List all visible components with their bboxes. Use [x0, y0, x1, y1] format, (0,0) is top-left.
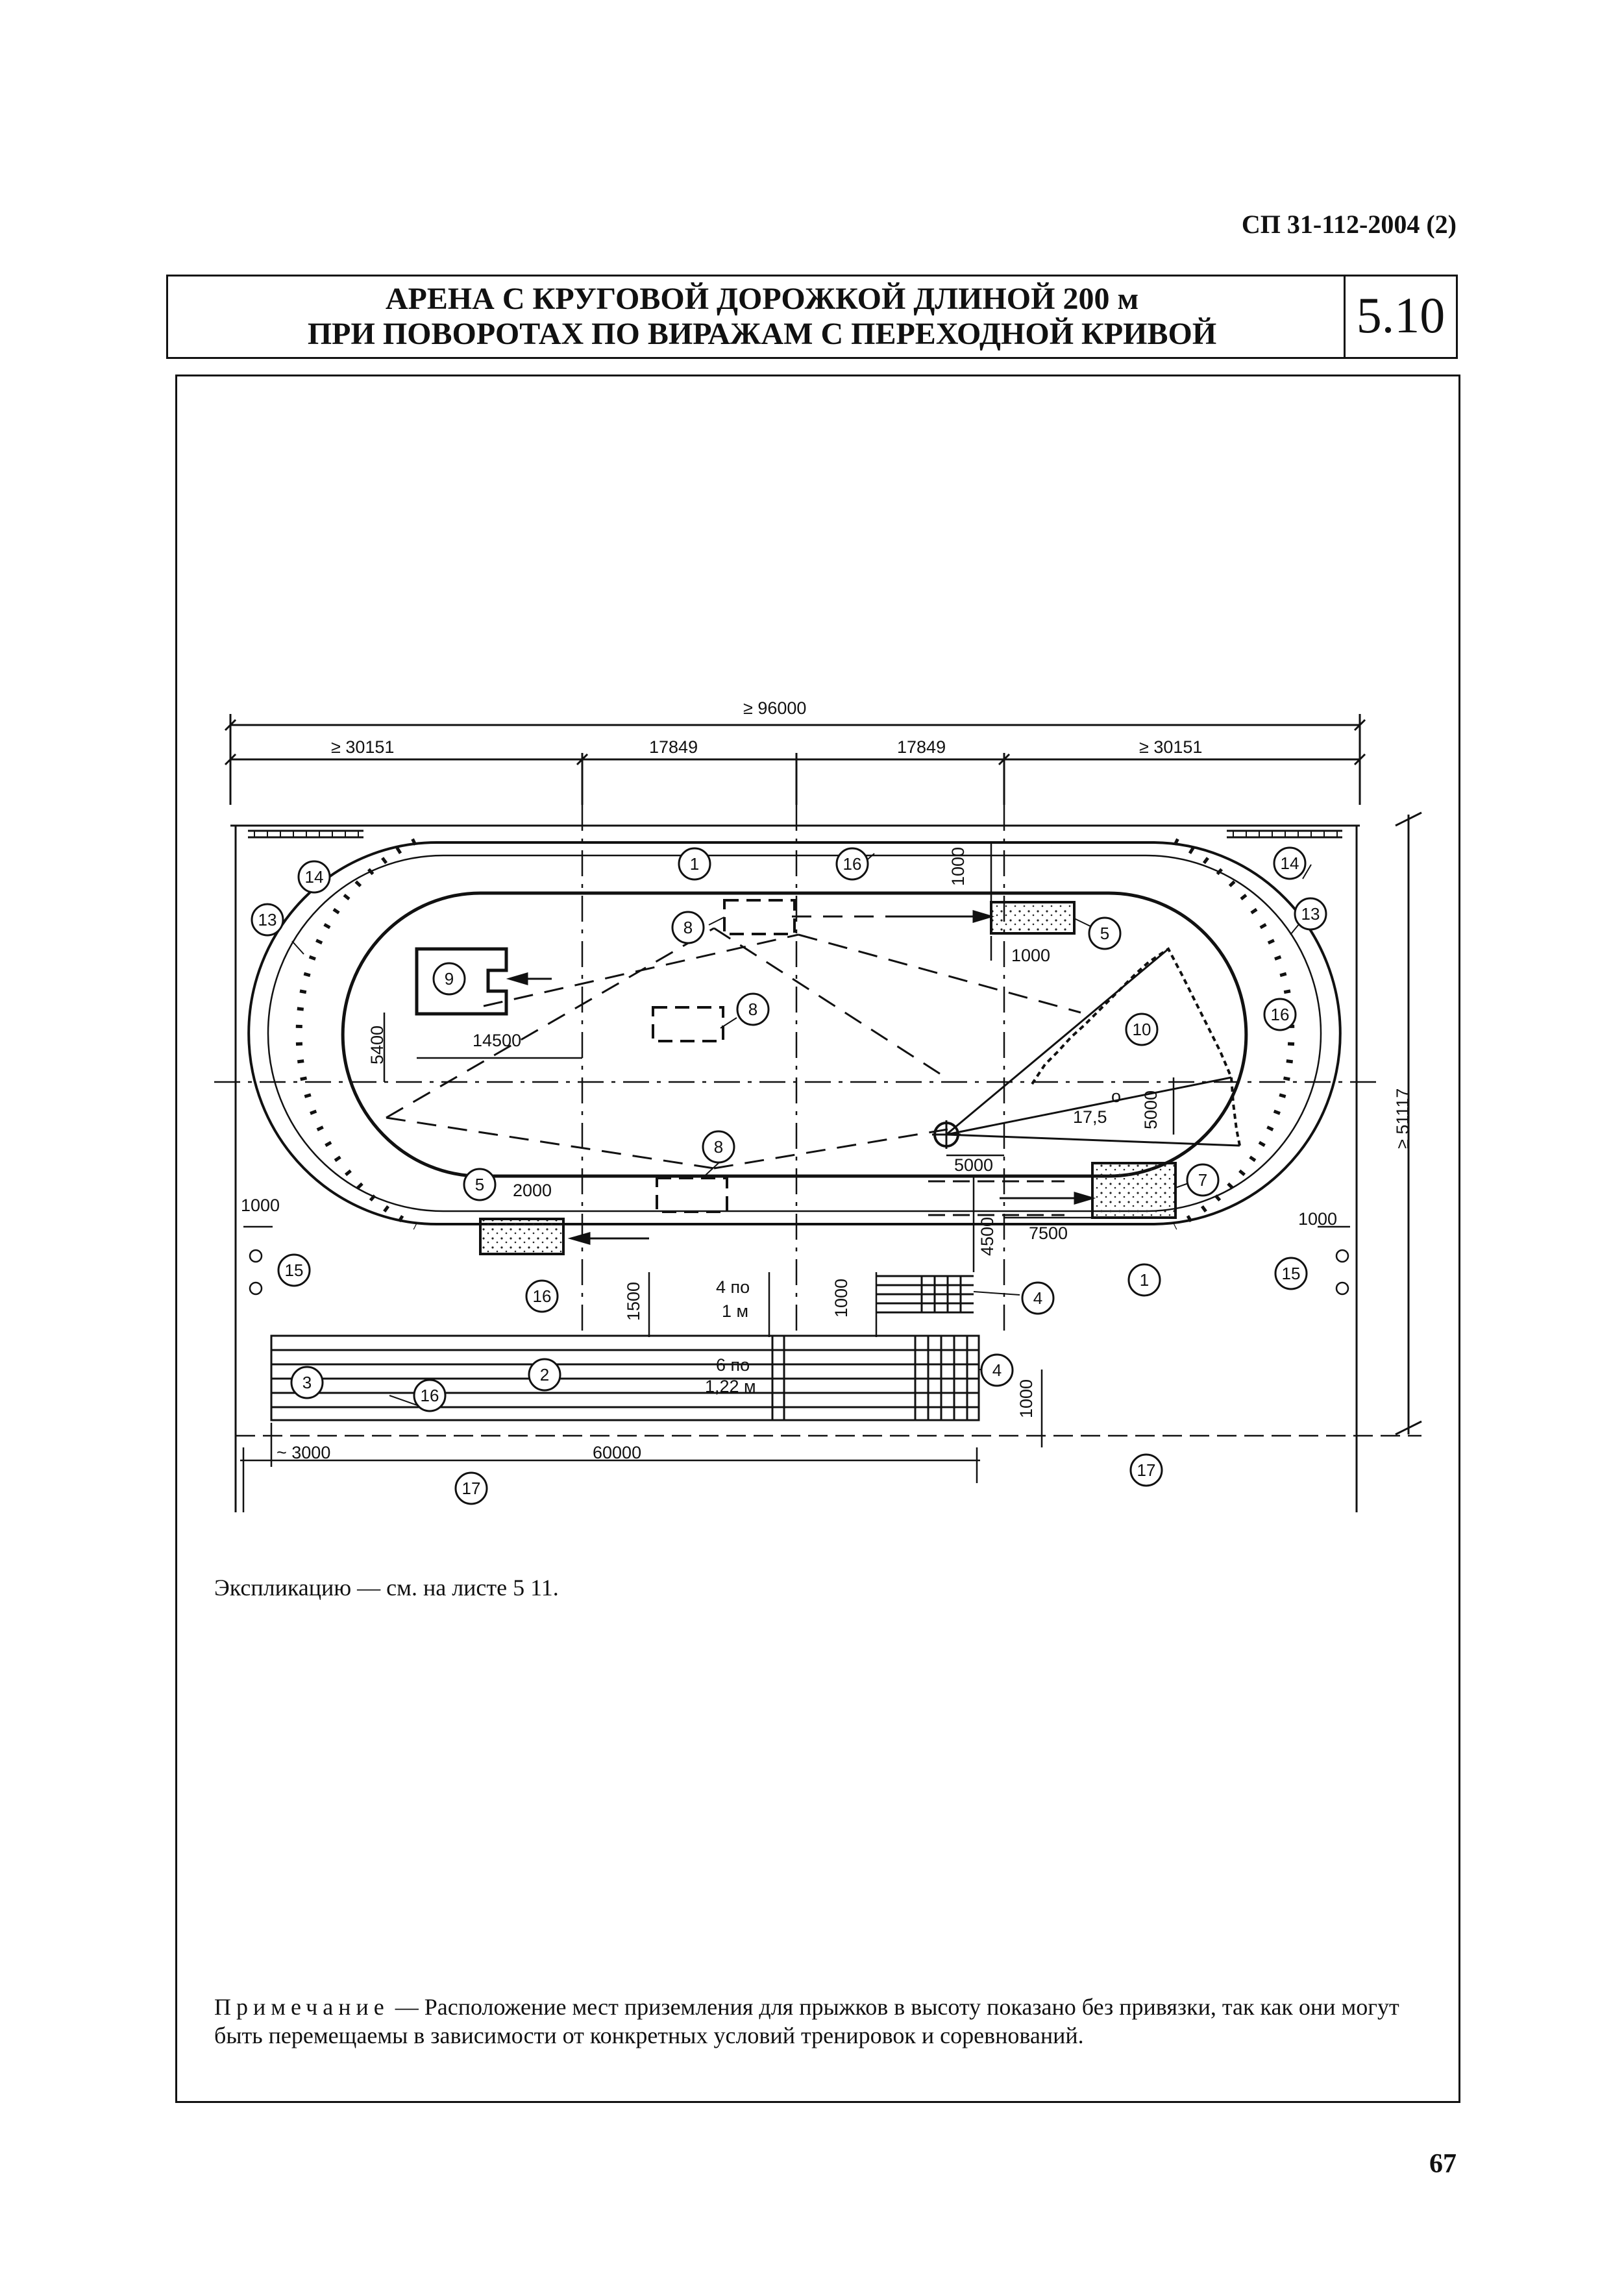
document-code: СП 31-112-2004 (2): [1241, 210, 1457, 239]
callout-8: 8: [683, 918, 693, 937]
callout-17: 17: [1137, 1460, 1156, 1480]
callout-4: 4: [1033, 1288, 1042, 1308]
page-number: 67: [1429, 2149, 1457, 2179]
lanes-6-a: 6 по: [716, 1355, 750, 1375]
callout-17: 17: [462, 1479, 481, 1498]
dim-5000-h: 5000: [954, 1155, 993, 1175]
callout-16: 16: [421, 1386, 439, 1405]
callout-16: 16: [843, 854, 862, 874]
callout-2: 2: [540, 1365, 549, 1384]
callout-1: 1: [1140, 1270, 1149, 1290]
explication-reference: Экспликацию — см. на листе 5 11.: [214, 1575, 559, 1601]
sheet-number: 5.10: [1344, 277, 1456, 357]
callout-5: 5: [475, 1175, 484, 1194]
sheet-title: АРЕНА С КРУГОВОЙ ДОРОЖКОЙ ДЛИНОЙ 200 м П…: [168, 282, 1356, 352]
dim-1500: 1500: [624, 1282, 643, 1321]
callout-16: 16: [1271, 1005, 1290, 1024]
callout-1: 1: [690, 854, 699, 874]
dim-4500: 4500: [978, 1217, 997, 1256]
callout-14: 14: [1281, 854, 1299, 873]
dim-5400: 5400: [367, 1026, 387, 1064]
dim-3000: ~ 3000: [277, 1443, 330, 1462]
sheet-title-line-2: ПРИ ПОВОРОТАХ ПО ВИРАЖАМ С ПЕРЕХОДНОЙ КР…: [307, 317, 1217, 351]
callout-8: 8: [748, 1000, 757, 1019]
sheet-title-line-1: АРЕНА С КРУГОВОЙ ДОРОЖКОЙ ДЛИНОЙ 200 м: [385, 282, 1139, 316]
dim-end-right: ≥ 30151: [1139, 737, 1202, 757]
callout-3: 3: [302, 1373, 312, 1392]
callout-15: 15: [285, 1260, 304, 1280]
note-heading: Примечание: [214, 1994, 389, 2020]
callout-4: 4: [992, 1360, 1002, 1380]
note-text: — Расположение мест приземления для прыж…: [214, 1994, 1399, 2048]
callout-15: 15: [1282, 1264, 1301, 1283]
dim-mid-left: 17849: [649, 737, 698, 757]
dim-1000-left: 1000: [241, 1196, 280, 1215]
dim-angle: 17,5: [1073, 1107, 1107, 1127]
dim-60000: 60000: [593, 1443, 641, 1462]
callout-10: 10: [1133, 1020, 1151, 1039]
dim-2000: 2000: [513, 1181, 552, 1200]
note-paragraph: Примечание — Расположение мест приземлен…: [214, 1993, 1434, 2050]
dim-end-left: ≥ 30151: [331, 737, 394, 757]
callout-9: 9: [445, 969, 454, 989]
dim-mid-right: 17849: [897, 737, 946, 757]
callout-7: 7: [1198, 1170, 1207, 1190]
dim-1000-pad: 1000: [1011, 946, 1050, 965]
lanes-6-b: 1,22 м: [705, 1377, 756, 1396]
title-block: АРЕНА С КРУГОВОЙ ДОРОЖКОЙ ДЛИНОЙ 200 м П…: [166, 275, 1458, 359]
dim-1000-right: 1000: [1298, 1209, 1337, 1229]
dim-5000-v: 5000: [1141, 1090, 1161, 1129]
callout-13: 13: [258, 910, 277, 929]
dim-1000-inner: 1000: [831, 1279, 851, 1318]
callout-13: 13: [1301, 904, 1320, 924]
dim-1000-top: 1000: [948, 847, 968, 886]
callout-16: 16: [533, 1286, 552, 1306]
dim-total-length: ≥ 96000: [743, 698, 806, 718]
dim-7500: 7500: [1029, 1223, 1068, 1243]
dim-1000-bottom: 1000: [1016, 1379, 1036, 1418]
callout-14: 14: [305, 867, 324, 887]
callout-5: 5: [1100, 924, 1109, 943]
lanes-4-a: 4 по: [716, 1277, 750, 1297]
dim-total-width: ≥ 51117: [1393, 1088, 1412, 1149]
dim-angle-degree: o: [1111, 1087, 1121, 1106]
lanes-4-b: 1 м: [722, 1301, 748, 1321]
callout-8: 8: [714, 1137, 723, 1157]
dim-14500: 14500: [473, 1031, 521, 1050]
drawing-frame: [175, 375, 1460, 2103]
